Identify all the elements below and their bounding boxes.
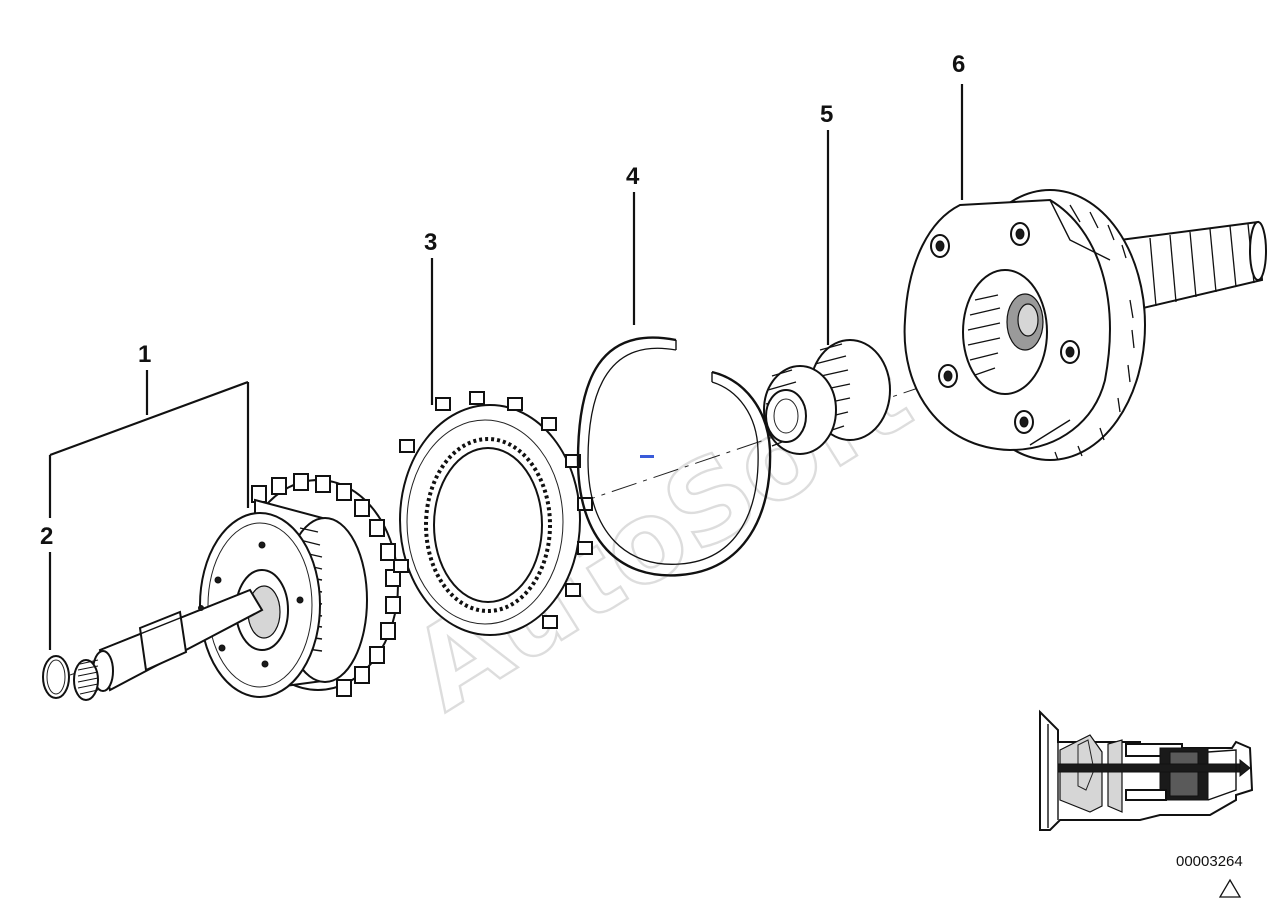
blue-axis-mark: [640, 455, 654, 458]
callout-1: 1: [138, 341, 151, 368]
carrier-pins: [930, 222, 1080, 434]
part-6-planet-carrier: [903, 189, 1267, 461]
part-4-snap-ring: [576, 336, 772, 577]
transmission-location-inset: [1039, 709, 1254, 831]
drum-spline-teeth: [251, 473, 401, 697]
centre-axis: [69, 339, 1061, 676]
part-5-planet-gear: [763, 339, 891, 455]
callout-3: 3: [424, 229, 437, 256]
callout-4: 4: [626, 163, 640, 190]
ring-outer-lugs: [393, 391, 593, 629]
leader-lines: [48, 84, 964, 650]
part-2-o-ring: [42, 655, 70, 699]
callout-6: 6: [952, 51, 965, 78]
part-1-drum-assembly: [73, 473, 401, 701]
callout-5: 5: [820, 101, 833, 128]
callout-2: 2: [40, 523, 53, 550]
part-3-ring-gear: [393, 391, 593, 636]
triangle-icon: [1218, 878, 1242, 898]
document-number: 00003264: [1176, 853, 1243, 870]
